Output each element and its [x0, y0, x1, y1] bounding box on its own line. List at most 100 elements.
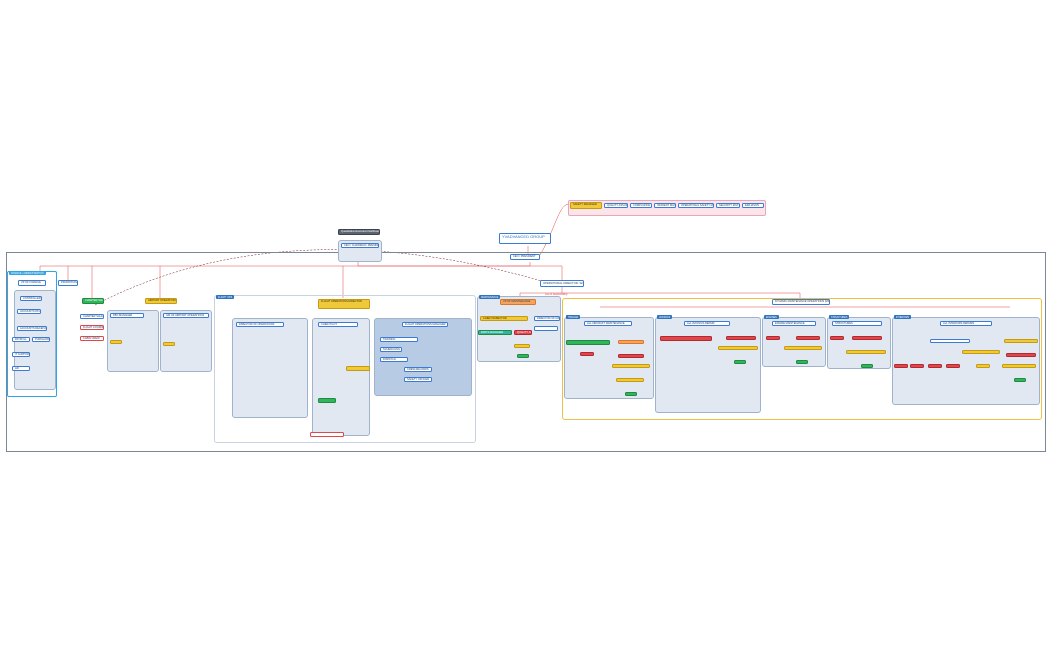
finance-item[interactable]: PAYROLL	[12, 337, 30, 342]
dynamic-node[interactable]	[796, 336, 820, 340]
dynamic-node[interactable]	[1014, 378, 1026, 382]
finance-tag: FINANCE / ADMINISTRATION	[9, 271, 46, 275]
dynamic-node[interactable]	[910, 364, 924, 368]
ops-title[interactable]: OPERATIONAL DIRECTOR / EVP	[540, 280, 584, 287]
vp-box[interactable]: CEO / PRESIDENT	[510, 254, 540, 260]
charter-item[interactable]: CABIN CREW	[80, 336, 104, 341]
airport-left[interactable]: FBO MANAGER	[110, 313, 144, 318]
dynamic-node[interactable]	[726, 336, 756, 340]
dynamic-frame	[562, 298, 1042, 420]
flight-ops-title[interactable]: FLIGHT OPERATIONS DIRECTOR	[318, 299, 370, 309]
safety-item[interactable]: SECURITY MGT	[716, 203, 740, 208]
group-title[interactable]: YVADVANCED GROUP	[499, 233, 551, 244]
dynamic-node[interactable]	[894, 364, 908, 368]
safety-item[interactable]: OPERATIONAL SAFETY MGT	[678, 203, 714, 208]
maintenance-item[interactable]: QUALITY CONTROL	[514, 330, 532, 335]
finance-side[interactable]: PROMOTIONS	[58, 280, 78, 286]
airport-left-group	[107, 310, 159, 372]
dynamic-node[interactable]	[618, 354, 644, 358]
airport-node[interactable]	[110, 340, 122, 344]
dynamic-node[interactable]	[861, 364, 873, 368]
flight-ops-item[interactable]: TRAINING	[380, 337, 418, 342]
finance-item[interactable]: ACCOUNTS PAYABLE	[17, 309, 41, 314]
flight-ops-tag: FLIGHT OPS	[216, 295, 235, 299]
dynamic-section	[655, 317, 761, 413]
link-label: Line of Responsibility	[545, 293, 568, 296]
dynamic-node[interactable]	[580, 352, 594, 356]
finance-item[interactable]: HR	[12, 366, 30, 371]
maintenance-node[interactable]	[514, 344, 530, 348]
charter-title[interactable]: CHARTER SALES	[82, 298, 104, 304]
dynamic-node[interactable]	[612, 364, 650, 368]
dynamic-node[interactable]	[846, 350, 886, 354]
charter-item[interactable]: FLIGHT COORDINATOR	[80, 325, 104, 330]
dynamic-node[interactable]	[625, 392, 637, 396]
safety-item[interactable]: ER/LIASON	[742, 203, 764, 208]
safety-item[interactable]: QUALITY ASSURANCE	[604, 203, 628, 208]
maintenance-tag: MAINTENANCE	[479, 295, 501, 299]
flight-ops-right[interactable]: FLIGHT OPERATIONS MANAGER	[402, 322, 448, 327]
flight-ops-item[interactable]: DISPATCH	[380, 357, 408, 362]
dynamic-section-title[interactable]: ALL AVIONICS REPAIR	[684, 321, 730, 326]
dynamic-node[interactable]	[928, 364, 942, 368]
dynamic-section-title[interactable]: STRUCTURES	[832, 321, 882, 326]
dynamic-tag: AVIONICS	[657, 315, 673, 319]
org-frame	[6, 252, 1046, 452]
flight-ops-item[interactable]: SAFETY OFFICER	[404, 377, 432, 382]
dynamic-section-title[interactable]: ENGINE MAINTENANCE	[772, 321, 816, 326]
maintenance-title[interactable]: VP OF MAINTENANCE	[500, 299, 536, 305]
dynamic-node[interactable]	[796, 360, 808, 364]
safety-item[interactable]: INCIDENT MGT	[654, 203, 676, 208]
dynamic-node[interactable]	[1004, 339, 1038, 343]
dynamic-node[interactable]	[930, 339, 970, 343]
dynamic-title[interactable]: DYNAMIC MAINTENANCE OPERATIONS (MRO)	[772, 299, 830, 305]
finance-item[interactable]: CONTROLLER	[20, 296, 42, 301]
dynamic-node[interactable]	[766, 336, 780, 340]
maintenance-item[interactable]: CHIEF INSPECTOR	[480, 316, 528, 321]
ceo-box[interactable]: CEO / CHAIRMAN / PRESIDENT	[341, 243, 379, 248]
charter-item[interactable]: CHARTER SALES	[80, 314, 104, 319]
safety-manager[interactable]: SAFETY MANAGER	[570, 202, 602, 209]
dynamic-node[interactable]	[852, 336, 882, 340]
finance-title[interactable]: VP OF FINANCE	[18, 280, 46, 286]
flight-ops-mid[interactable]: CHIEF PILOT	[318, 322, 358, 327]
dynamic-node[interactable]	[618, 340, 644, 344]
flight-ops-left-group	[232, 318, 308, 418]
airport-right[interactable]: GM OF AIRPORT OPERATIONS	[163, 313, 209, 318]
dynamic-tag: HANGAR	[566, 315, 581, 319]
flight-ops-item[interactable]: SCHEDULING	[380, 347, 402, 352]
airport-title[interactable]: AIRPORT OPERATIONS	[145, 298, 177, 304]
dynamic-node[interactable]	[566, 340, 610, 345]
flight-ops-node[interactable]	[318, 398, 336, 403]
dynamic-node[interactable]	[1006, 353, 1036, 357]
dynamic-node[interactable]	[946, 364, 960, 368]
dynamic-node[interactable]	[734, 360, 746, 364]
finance-item[interactable]: ACCOUNTS RECEIVABLE	[17, 326, 47, 331]
airport-node[interactable]	[163, 342, 175, 346]
dynamic-tag: ENGINES	[764, 315, 779, 319]
dynamic-section-title[interactable]: ALL INTERIORS REPAIRS	[940, 321, 992, 326]
dynamic-node[interactable]	[616, 378, 644, 382]
flight-ops-node[interactable]	[346, 366, 370, 371]
finance-item[interactable]: PURCHASING	[32, 337, 50, 342]
maintenance-node[interactable]	[517, 354, 529, 358]
dynamic-node[interactable]	[1002, 364, 1036, 368]
dynamic-node[interactable]	[718, 346, 758, 350]
flight-ops-item[interactable]: CREW RECORDS	[404, 367, 432, 372]
dynamic-section-title[interactable]: ALL AIRCRAFT MAINTENANCE	[584, 321, 632, 326]
flight-ops-left[interactable]: DIRECTOR OF OPERATIONS	[236, 322, 284, 327]
dynamic-node[interactable]	[660, 336, 712, 341]
safety-item[interactable]: COMPLIANCE	[630, 203, 652, 208]
maintenance-item[interactable]: DIRECTOR OF MAINTENANCE	[534, 316, 560, 321]
maintenance-node[interactable]	[534, 326, 558, 331]
flight-ops-node[interactable]	[310, 432, 344, 437]
finance-item[interactable]: IT SUPPORT	[12, 352, 30, 357]
flight-ops-frame	[214, 295, 476, 443]
dynamic-node[interactable]	[784, 346, 822, 350]
dynamic-node[interactable]	[976, 364, 990, 368]
maintenance-item[interactable]: PARTS MANAGER	[478, 330, 512, 335]
airport-right-group	[160, 310, 212, 372]
dynamic-node[interactable]	[830, 336, 844, 340]
dynamic-node[interactable]	[962, 350, 1000, 354]
